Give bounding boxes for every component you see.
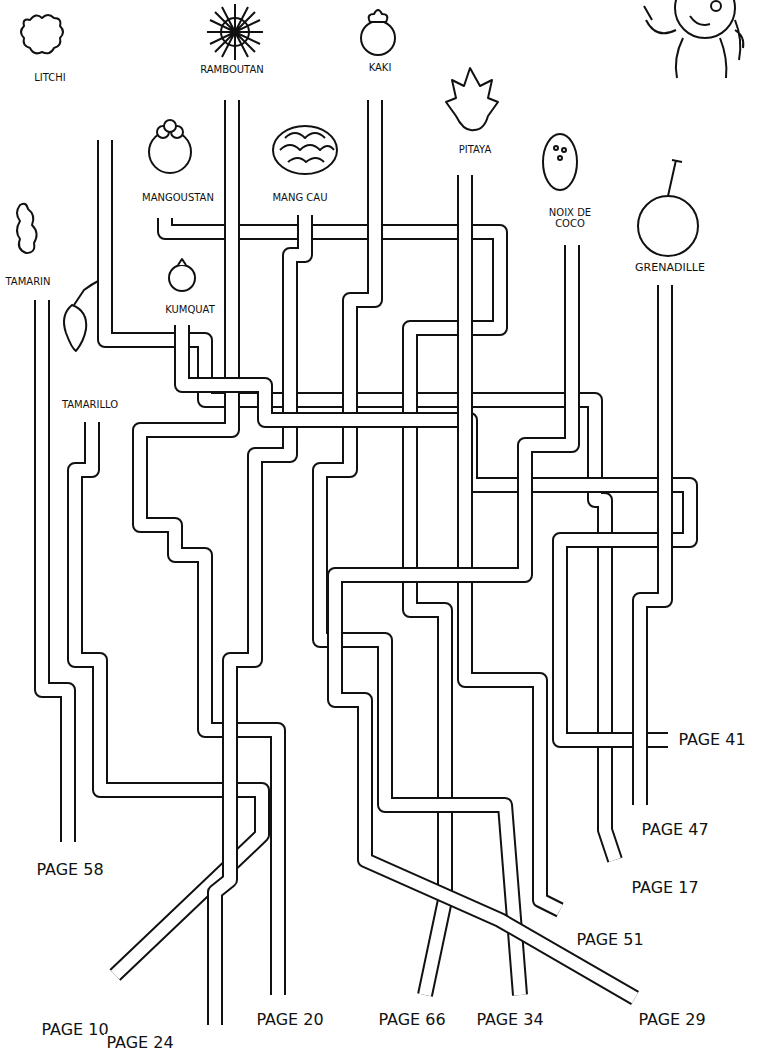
character-drawing (644, 0, 743, 78)
fruit-label: TAMARILLO (60, 399, 120, 411)
tube-inside (465, 175, 560, 910)
fruit-label: PITAYA (457, 144, 494, 156)
fruit-label: RAMBOUTAN (198, 64, 266, 76)
tamarin-drawing (17, 204, 37, 253)
fruit-label: TAMARIN (3, 276, 52, 288)
page-label: PAGE 41 (676, 731, 747, 749)
tube-wall (335, 245, 635, 998)
tube-wall (465, 175, 560, 910)
tube-inside (215, 215, 305, 1025)
kumquat-drawing (169, 259, 195, 291)
tube-inside (335, 245, 635, 998)
tube-inside (182, 325, 690, 740)
maze-tube (465, 175, 560, 910)
page-label: PAGE 47 (639, 821, 710, 839)
tube-wall (215, 215, 305, 1025)
pitaya-drawing (446, 68, 498, 130)
maze-tube (640, 285, 665, 805)
page-label: PAGE 29 (636, 1011, 707, 1029)
maze-tube (335, 245, 635, 998)
page-label: PAGE 34 (474, 1011, 545, 1029)
page-label: PAGE 51 (574, 931, 645, 949)
fruit-label: MANGOUSTAN (140, 192, 216, 204)
maze-tube (182, 325, 690, 740)
maze-tube (215, 215, 305, 1025)
maze-tube (42, 300, 68, 842)
fruit-label: KUMQUAT (163, 304, 217, 316)
tube-wall (640, 285, 665, 805)
fruit-label: GRENADILLE (633, 262, 707, 275)
page-label: PAGE 20 (254, 1011, 325, 1029)
coconut-drawing (543, 134, 577, 190)
tube-inside (640, 285, 665, 805)
page-label: PAGE 58 (34, 861, 105, 879)
fruit-label: LITCHI (32, 72, 68, 84)
page-label: PAGE 24 (104, 1034, 175, 1052)
kaki-drawing (361, 10, 395, 55)
maze-tube (320, 100, 520, 995)
page-label: PAGE 66 (376, 1011, 447, 1029)
page-label: PAGE 10 (39, 1021, 110, 1039)
litchi-drawing (21, 15, 63, 53)
fruit-label: MANG CAU (270, 192, 329, 204)
maze-tubes (42, 100, 690, 1025)
fruit-label: NOIX DE COCO (543, 207, 597, 230)
tube-inside (320, 100, 520, 995)
tube-wall (320, 100, 520, 995)
grenadille-drawing (638, 160, 698, 256)
mangoustan-drawing (149, 120, 191, 173)
page-label: PAGE 17 (629, 879, 700, 897)
tube-inside (42, 300, 68, 842)
tamarillo-drawing (64, 280, 100, 351)
tube-wall (42, 300, 68, 842)
tube-wall (182, 325, 690, 740)
fruit-label: KAKI (367, 62, 394, 74)
mang-cau-drawing (273, 126, 337, 174)
ramboutan-drawing (207, 4, 263, 60)
